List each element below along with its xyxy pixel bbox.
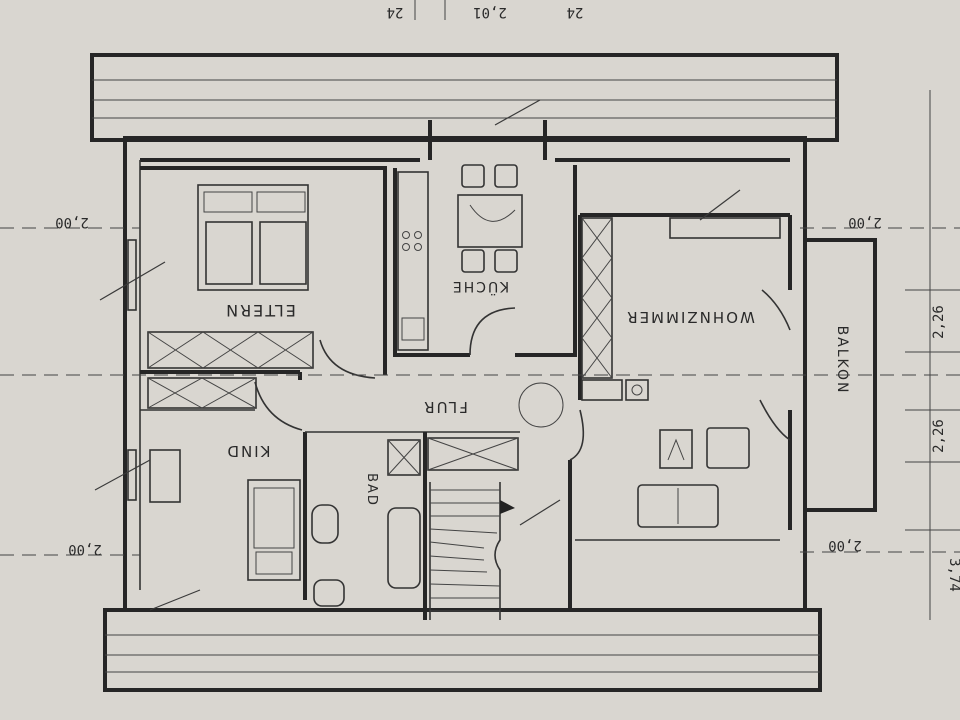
cabinet-bad bbox=[427, 437, 519, 471]
dim-right-bottom: 2,00 bbox=[828, 537, 862, 553]
axis-lines bbox=[0, 227, 960, 556]
kitchen-counter bbox=[397, 171, 429, 351]
balcony-doors bbox=[759, 289, 791, 441]
internal-walls bbox=[140, 120, 792, 620]
room-label-balkon: BALKON bbox=[834, 326, 850, 395]
kind-desk bbox=[149, 449, 181, 503]
room-label-kind: KIND bbox=[225, 442, 270, 460]
toilet bbox=[313, 579, 345, 607]
stove bbox=[581, 379, 649, 401]
room-label-flur: FLUR bbox=[422, 398, 468, 416]
room-label-wohnzimmer: WOHNZIMMER bbox=[625, 308, 755, 326]
window-eltern bbox=[127, 239, 137, 311]
washbasin bbox=[311, 504, 339, 544]
chimney-mark bbox=[518, 382, 564, 428]
dim-side-a: 2,26 bbox=[931, 305, 947, 339]
bad-fixtures bbox=[311, 437, 519, 607]
shower bbox=[387, 439, 421, 476]
room-label-kueche: KÜCHE bbox=[451, 278, 509, 296]
bathtub bbox=[387, 507, 421, 589]
room-label-bad: BAD bbox=[364, 473, 379, 507]
kitchen-table bbox=[457, 164, 523, 273]
dim-top-c: 24 bbox=[567, 4, 584, 20]
dim-side-c: 3,74 bbox=[946, 558, 960, 592]
window-kind bbox=[127, 449, 137, 501]
sofa bbox=[637, 484, 719, 528]
tv-unit bbox=[659, 429, 693, 469]
staircase bbox=[429, 482, 515, 620]
dim-left-top: 2,00 bbox=[55, 214, 89, 230]
wardrobe-eltern bbox=[147, 331, 314, 409]
dimension-lines bbox=[414, 0, 960, 620]
dim-side-b: 2,26 bbox=[931, 419, 947, 453]
dim-right-top: 2,00 bbox=[848, 214, 882, 230]
door-kueche bbox=[469, 307, 516, 356]
dim-left-bottom: 2,00 bbox=[68, 541, 102, 557]
pencil-marks bbox=[94, 99, 741, 611]
room-label-eltern: ELTERN bbox=[224, 301, 296, 320]
armchair bbox=[706, 427, 750, 469]
shelf-wohnzimmer bbox=[581, 217, 613, 379]
kind-bed bbox=[247, 479, 301, 581]
door-eltern bbox=[319, 339, 376, 379]
sideboard bbox=[669, 217, 781, 239]
dim-top-b: 2,01 bbox=[473, 4, 507, 20]
dim-top-a: 24 bbox=[387, 4, 404, 20]
double-bed bbox=[197, 184, 309, 291]
doors-flur bbox=[254, 381, 585, 461]
